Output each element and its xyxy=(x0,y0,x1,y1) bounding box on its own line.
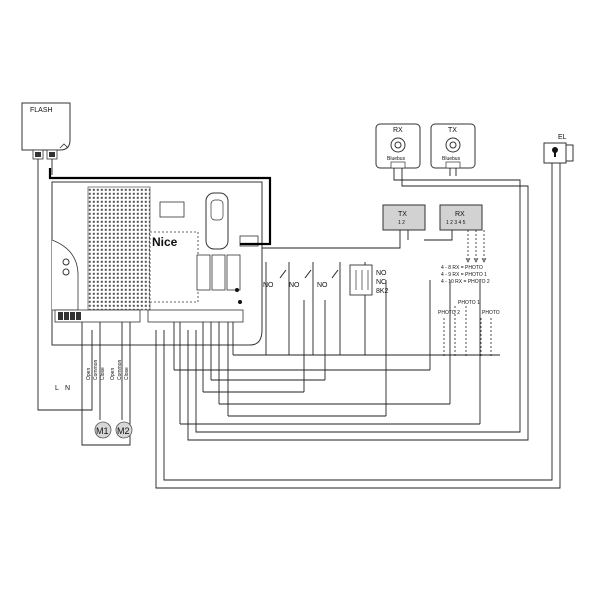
photo-config: 4 - 8 RX = PHOTO 4 - 9 RX = PHOTO 1 4 - … xyxy=(441,265,490,285)
photo-config-line: 4 - 10 RX = PHOTO 2 xyxy=(441,279,490,285)
edge-8k2-label: 8K2 xyxy=(376,288,389,295)
switches: NO NO NO NO NC 8K2 xyxy=(263,264,389,296)
tx-photo-title: TX xyxy=(398,211,407,218)
photo1-label: PHOTO 1 xyxy=(458,300,480,306)
switch-no-label: NO xyxy=(317,282,328,289)
m2-terminal-common: Common xyxy=(117,359,123,380)
tx-photo-terms: 1 2 xyxy=(398,220,405,226)
flash-lamp: FLASH xyxy=(21,102,71,160)
photo-label: PHOTO xyxy=(482,310,500,316)
electric-lock: EL xyxy=(543,134,574,164)
mains-l-label: L xyxy=(55,385,59,392)
m1-label: M1 xyxy=(96,426,109,436)
transformer xyxy=(87,186,151,311)
control-board: Nice xyxy=(51,181,263,346)
mains-and-motors: L N Open Common Close Open Common Close … xyxy=(55,322,133,446)
m2-terminal-open: Open xyxy=(110,368,116,380)
rx-bluebus-photocell: RX Bluebus xyxy=(375,123,421,169)
rx-photocell: RX 1 2 3 4 5 xyxy=(439,204,483,231)
m1-terminal-open: Open xyxy=(86,368,92,380)
rx-bluebus-sub: Bluebus xyxy=(387,156,406,162)
rx-bluebus-title: RX xyxy=(393,127,403,134)
flash-label: FLASH xyxy=(30,107,53,114)
tx-bluebus-title: TX xyxy=(448,127,457,134)
switch-no-label: NO xyxy=(289,282,300,289)
tx-bluebus-photocell: TX Bluebus xyxy=(430,123,476,169)
mains-n-label: N xyxy=(65,385,70,392)
tx-bluebus-sub: Bluebus xyxy=(442,156,461,162)
brand-logo: Nice xyxy=(152,235,178,249)
photo-config-line: 4 - 8 RX = PHOTO xyxy=(441,265,483,271)
rx-photo-terms: 1 2 3 4 5 xyxy=(446,220,466,226)
tx-photocell: TX 1 2 xyxy=(382,204,426,231)
m1-terminal-close: Close xyxy=(100,367,106,380)
wiring xyxy=(37,159,561,489)
el-label: EL xyxy=(558,134,567,141)
rx-photo-title: RX xyxy=(455,211,465,218)
edge-nc-label: NC xyxy=(376,279,386,286)
m2-label: M2 xyxy=(117,426,130,436)
edge-no-label: NO xyxy=(376,270,387,277)
m2-terminal-close: Close xyxy=(124,367,130,380)
photo-config-line: 4 - 9 RX = PHOTO 1 xyxy=(441,272,487,278)
photo2-label: PHOTO 2 xyxy=(438,310,460,316)
switch-no-label: NO xyxy=(263,282,274,289)
m1-terminal-common: Common xyxy=(93,359,99,380)
